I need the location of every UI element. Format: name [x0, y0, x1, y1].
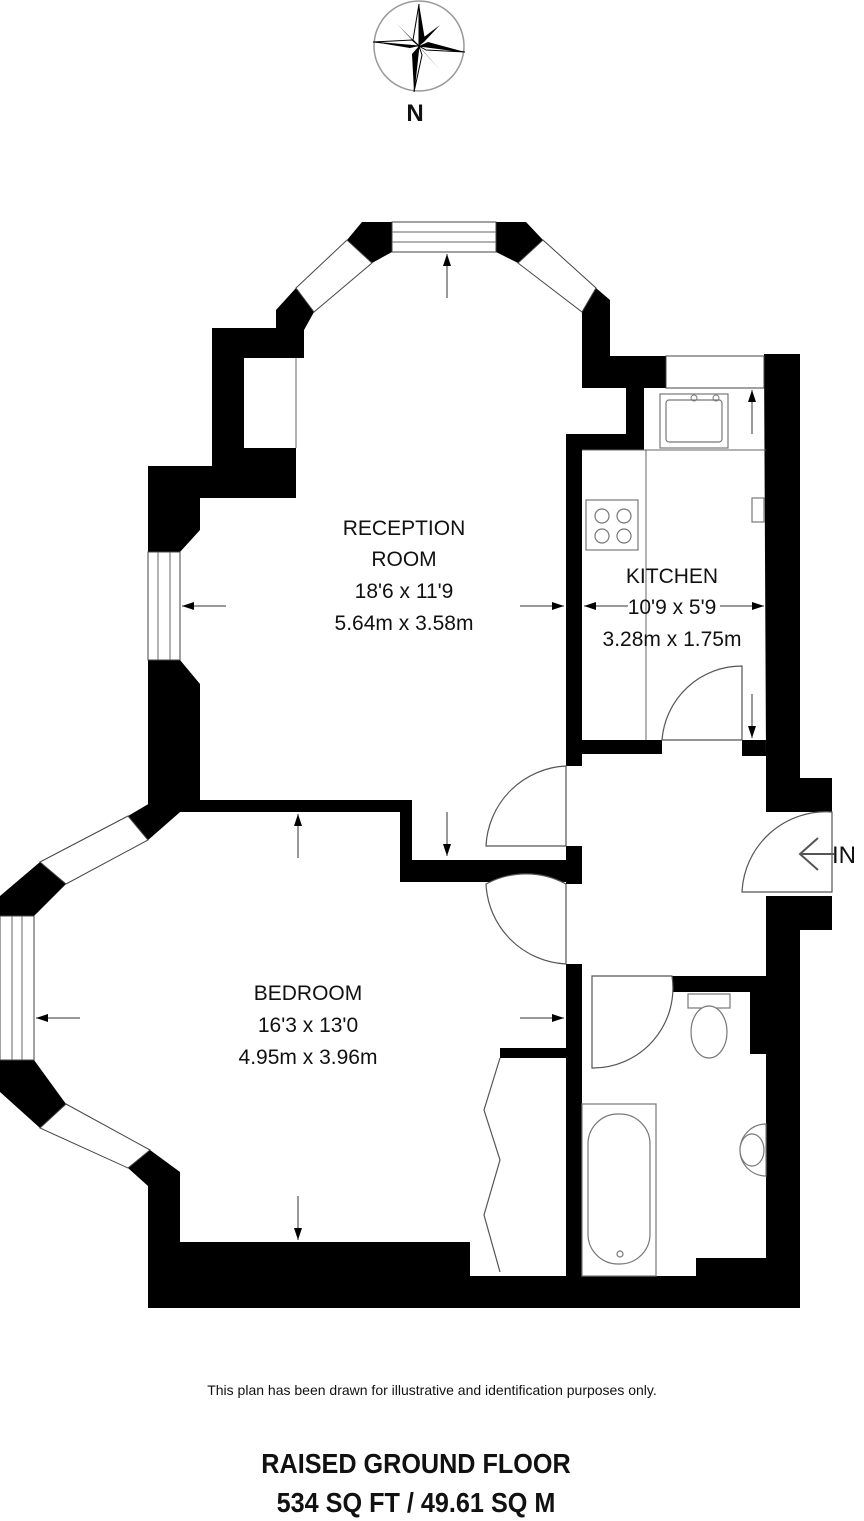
- reception-metric: 5.64m x 3.58m: [335, 612, 474, 635]
- windows: [0, 221, 765, 1169]
- bedroom-name: BEDROOM: [254, 982, 363, 1005]
- kitchen-sink-icon: [659, 393, 729, 449]
- kitchen-name: KITCHEN: [626, 565, 718, 588]
- room-label-bedroom: BEDROOM 16'3 x 13'0 4.95m x 3.96m: [239, 982, 378, 1069]
- basin-icon: [739, 1123, 767, 1177]
- reception-name-line-1: RECEPTION: [343, 517, 466, 540]
- bedroom-imperial: 16'3 x 13'0: [258, 1014, 358, 1037]
- room-label-kitchen: KITCHEN 10'9 x 5'9 3.28m x 1.75m: [603, 565, 742, 651]
- kitchen-metric: 3.28m x 1.75m: [603, 628, 742, 651]
- bathtub-icon: [581, 1103, 657, 1277]
- kitchen-imperial: 10'9 x 5'9: [628, 596, 717, 619]
- hob-icon: [585, 499, 639, 551]
- entrance-label: IN: [832, 842, 856, 869]
- floor-area: 534 SQ FT / 49.61 SQ M: [276, 1487, 556, 1518]
- compass-rose-icon: [372, 0, 466, 93]
- dimension-arrows: [36, 254, 764, 1240]
- entrance-arrow-icon: [798, 837, 834, 871]
- room-label-reception: RECEPTION ROOM 18'6 x 11'9 5.64m x 3.58m: [335, 517, 474, 635]
- toilet-icon: [687, 993, 731, 1059]
- north-label: N: [406, 100, 424, 127]
- disclaimer-text: This plan has been drawn for illustrativ…: [207, 1382, 657, 1398]
- reception-imperial: 18'6 x 11'9: [355, 580, 454, 603]
- reception-name-line-2: ROOM: [371, 548, 436, 571]
- floor-title: RAISED GROUND FLOOR: [261, 1448, 571, 1479]
- doors: [483, 665, 833, 1273]
- bedroom-metric: 4.95m x 3.96m: [239, 1046, 378, 1069]
- walls: [0, 222, 832, 1308]
